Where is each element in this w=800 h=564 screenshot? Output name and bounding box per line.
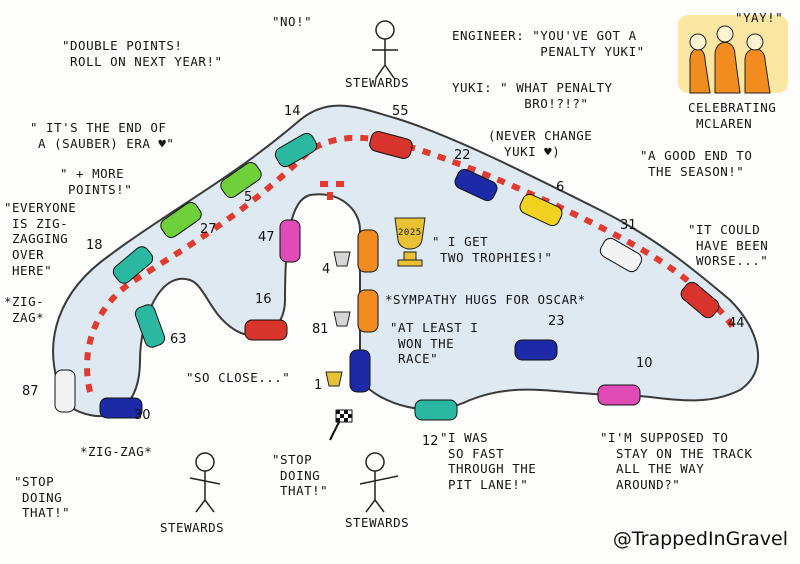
chequered-flag-icon — [329, 409, 353, 441]
car-87 — [54, 369, 76, 413]
car-47 — [279, 219, 301, 263]
steward-figure-left — [189, 452, 221, 513]
number-27: 27 — [200, 222, 217, 237]
number-47: 47 — [258, 230, 275, 245]
small-trophy-4 — [333, 251, 351, 267]
celebration-group-icon — [678, 15, 788, 94]
car-27 — [160, 202, 202, 238]
number-6: 6 — [556, 180, 565, 195]
car-14 — [274, 132, 318, 168]
label-stewards-top: STEWARDS — [345, 75, 410, 90]
car-16 — [244, 319, 288, 341]
small-trophy-1 — [325, 371, 343, 387]
car-10 — [597, 384, 641, 406]
note-more-points: " + MORE POINTS!" — [60, 166, 133, 197]
trophy-icon — [394, 217, 426, 267]
car-orange-2 — [357, 289, 379, 333]
car-31 — [599, 237, 643, 273]
steward-figure-top — [372, 20, 398, 79]
number-31: 31 — [620, 218, 637, 233]
artist-credit: @TrappedInGravel — [612, 528, 788, 550]
car-orange-1 — [357, 229, 379, 273]
note-pit-lane: "I WAS SO FAST THROUGH THE PIT LANE!" — [440, 430, 537, 492]
number-55: 55 — [392, 104, 409, 119]
number-30: 30 — [134, 408, 151, 423]
note-zigzag-left: *ZIG- ZAG* — [4, 294, 45, 325]
number-12: 12 — [422, 434, 439, 449]
number-87: 87 — [22, 384, 39, 399]
number-44: 44 — [728, 316, 745, 331]
number-14: 14 — [284, 104, 301, 119]
number-81: 81 — [312, 322, 329, 337]
trophy-year-label: 2025 — [398, 228, 422, 238]
car-22 — [454, 168, 498, 202]
note-double-points: "DOUBLE POINTS! ROLL ON NEXT YEAR!" — [62, 38, 223, 69]
note-yuki: YUKI: " WHAT PENALTY BRO!?!?" — [452, 80, 613, 111]
number-22: 22 — [454, 148, 471, 163]
note-zigzag-bottom: *ZIG-ZAG* — [80, 444, 153, 459]
note-sauber-era: " IT'S THE END OF A (SAUBER) ERA ♥" — [30, 120, 175, 151]
car-55 — [369, 130, 413, 160]
label-stewards-mid: STEWARDS — [345, 515, 410, 530]
note-so-close: "SO CLOSE..." — [186, 370, 291, 385]
note-no: "NO!" — [272, 14, 313, 29]
note-stop-mid: "STOP DOING THAT!" — [272, 452, 329, 499]
note-at-least: "AT LEAST I WON THE RACE" — [390, 320, 479, 367]
car-18 — [112, 246, 154, 284]
number-63: 63 — [170, 332, 187, 347]
label-celebrating: CELEBRATING MCLAREN — [688, 100, 777, 131]
steward-figure-mid — [359, 452, 399, 513]
car-5 — [220, 162, 262, 198]
car-1 — [349, 349, 371, 393]
number-4: 4 — [322, 262, 331, 277]
car-12 — [414, 399, 458, 421]
car-44 — [680, 281, 720, 319]
car-6 — [519, 193, 563, 227]
note-could-be-worse: "IT COULD HAVE BEEN WORSE..." — [688, 222, 769, 269]
note-everyone-zig: "EVERYONE IS ZIG- ZAGGING OVER HERE" — [4, 200, 77, 278]
note-yay: "YAY!" — [735, 10, 784, 25]
number-1: 1 — [314, 378, 323, 393]
note-sympathy: *SYMPATHY HUGS FOR OSCAR* — [385, 292, 586, 307]
note-engineer: ENGINEER: "YOU'VE GOT A PENALTY YUKI" — [452, 28, 645, 59]
small-trophy-81 — [333, 311, 351, 327]
car-23 — [514, 339, 558, 361]
note-supposed: "I'M SUPPOSED TO STAY ON THE TRACK ALL T… — [600, 430, 753, 492]
car-30 — [99, 397, 143, 419]
number-16: 16 — [255, 292, 272, 307]
label-stewards-left: STEWARDS — [160, 520, 225, 535]
number-5: 5 — [244, 190, 253, 205]
car-63 — [134, 304, 166, 348]
number-10: 10 — [636, 356, 653, 371]
note-good-end: "A GOOD END TO THE SEASON!" — [640, 148, 753, 179]
note-stop-left: "STOP DOING THAT!" — [14, 474, 71, 521]
number-18: 18 — [86, 238, 103, 253]
note-never-change: (NEVER CHANGE YUKI ♥) — [488, 128, 593, 159]
note-get-trophies: " I GET TWO TROPHIES!" — [432, 234, 553, 265]
number-23: 23 — [548, 314, 565, 329]
